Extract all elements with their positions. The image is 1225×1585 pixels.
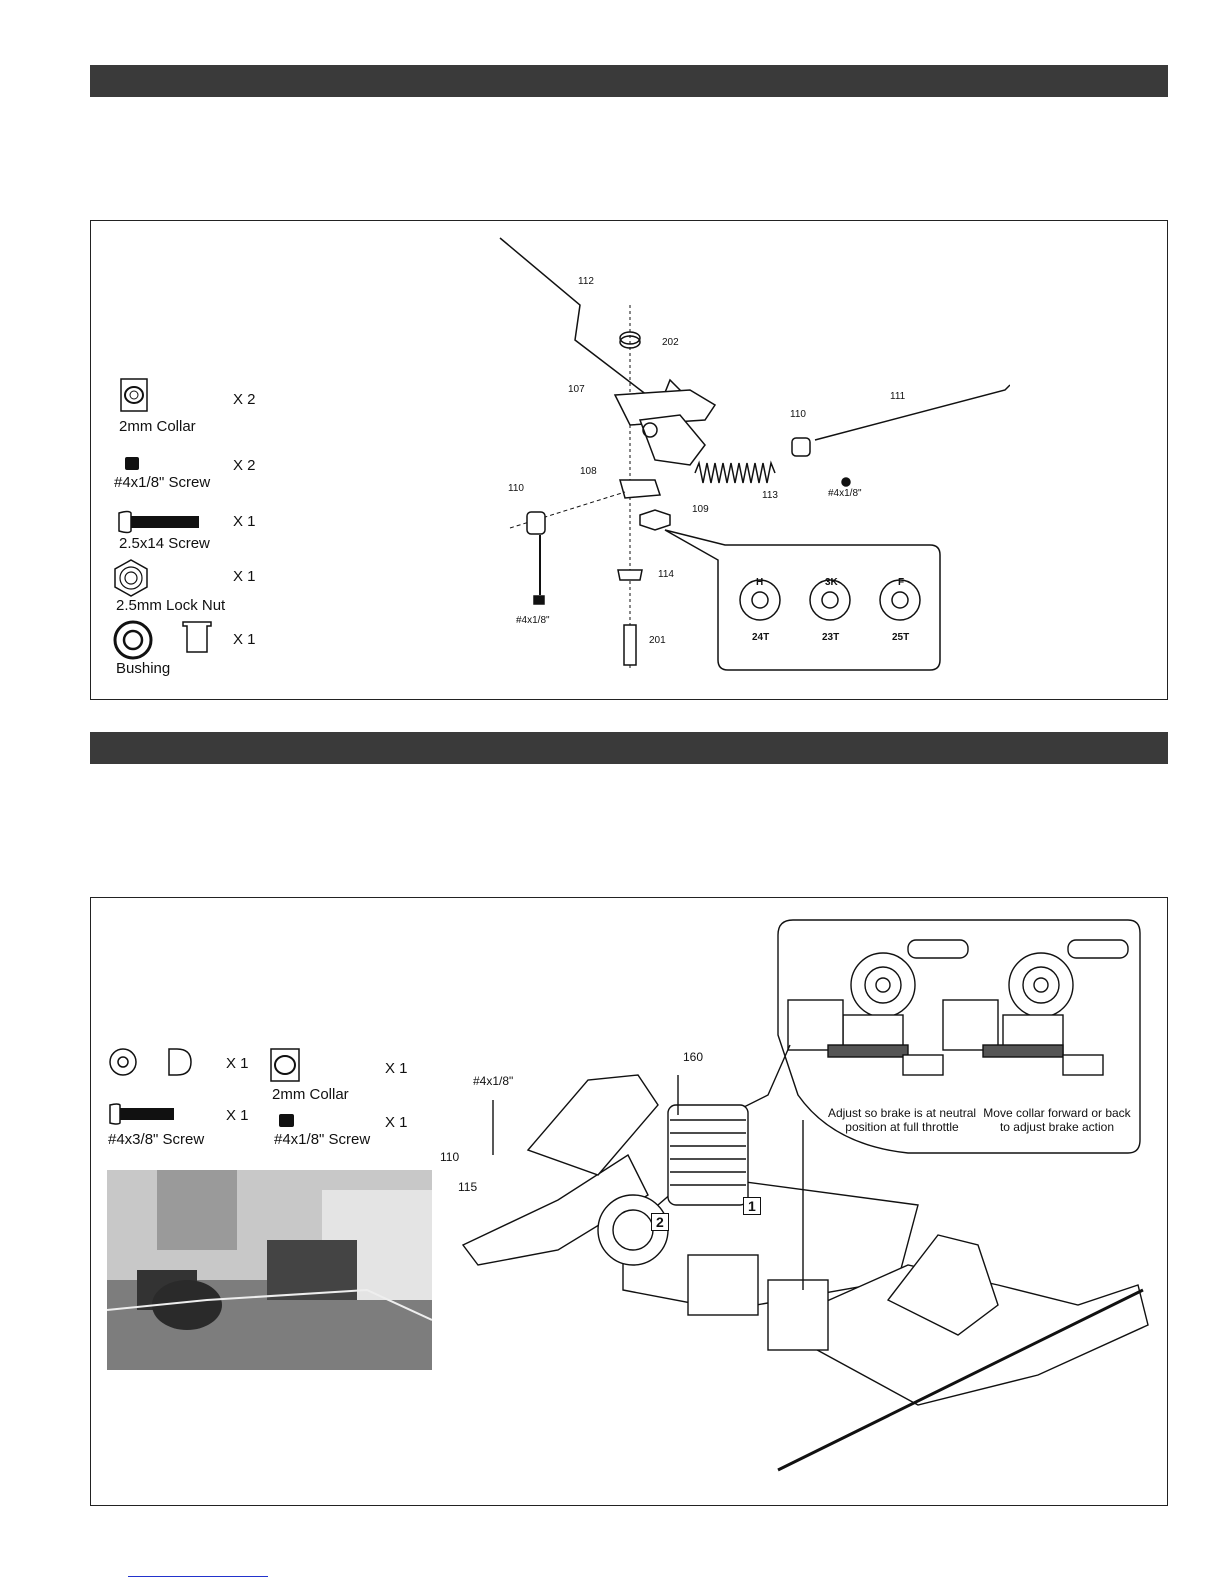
long-screw-icon xyxy=(118,510,199,534)
callout-111: 111 xyxy=(890,391,906,402)
part-name-bushing: Bushing xyxy=(116,660,171,677)
throttle-brake-linkage-diagram xyxy=(499,237,1010,671)
assembly-photo-art xyxy=(107,1170,432,1370)
part-qty-screw-2: X 1 xyxy=(226,1107,249,1124)
section-1-panel xyxy=(90,220,1168,700)
collar-icon xyxy=(270,1048,300,1082)
part-name-collar: 2mm Collar xyxy=(119,418,196,435)
bushing-icon xyxy=(113,620,212,660)
gear-teeth-25t: 25T xyxy=(892,632,910,643)
section-2-header-bar xyxy=(90,732,1168,764)
gear-letter-h: H xyxy=(756,577,764,588)
assembly-photo xyxy=(107,1170,432,1370)
gear-letter-3k: 3K xyxy=(825,577,838,588)
callout-screw-left: #4x1/8" xyxy=(516,615,550,626)
callout-108: 108 xyxy=(580,466,597,477)
callout-110-left: 110 xyxy=(508,483,524,494)
part-name-collar-2: 2mm Collar xyxy=(272,1086,349,1103)
section-1-header-bar xyxy=(90,65,1168,97)
gear-teeth-23t: 23T xyxy=(822,632,840,643)
callout-160: 160 xyxy=(683,1050,704,1064)
caption-move-collar: Move collar forward or back to adjust br… xyxy=(983,1106,1131,1134)
part-qty-long-screw: X 1 xyxy=(233,513,256,530)
part-name-screw-2: #4x3/8" Screw xyxy=(108,1131,205,1148)
part-qty-set-screw: X 2 xyxy=(233,457,256,474)
gear-letter-f: F xyxy=(898,577,905,588)
part-name-lock-nut: 2.5mm Lock Nut xyxy=(116,597,226,614)
callout-107: 107 xyxy=(568,384,585,395)
callout-202: 202 xyxy=(662,337,679,348)
callout-113: 113 xyxy=(762,490,778,501)
callout-110-right: 110 xyxy=(790,409,806,420)
part-name-long-screw: 2.5x14 Screw xyxy=(119,535,210,552)
lock-nut-icon xyxy=(114,559,148,597)
part-name-set-screw-2: #4x1/8" Screw xyxy=(274,1131,371,1148)
caption-adjust-brake: Adjust so brake is at neutral position a… xyxy=(827,1106,977,1134)
callout-112: 112 xyxy=(578,276,594,287)
callout-110-s2: 110 xyxy=(440,1150,460,1164)
screw-icon xyxy=(109,1103,174,1125)
callout-114: 114 xyxy=(658,569,674,580)
part-qty-lock-nut: X 1 xyxy=(233,568,256,585)
part-qty-collar-2: X 1 xyxy=(385,1060,408,1077)
callout-109: 109 xyxy=(692,504,709,515)
collar-icon xyxy=(120,378,148,412)
step-tag-1: 1 xyxy=(743,1197,761,1215)
set-screw-icon xyxy=(125,457,139,470)
part-qty-bushing: X 1 xyxy=(233,631,256,648)
footer-link-underline xyxy=(128,1576,268,1577)
washer-icon xyxy=(109,1048,192,1076)
callout-115: 115 xyxy=(458,1180,478,1194)
part-qty-set-screw-2: X 1 xyxy=(385,1114,408,1131)
part-qty-collar: X 2 xyxy=(233,391,256,408)
gear-teeth-24t: 24T xyxy=(752,632,770,643)
set-screw-icon xyxy=(279,1114,294,1127)
chassis-assembly-diagram xyxy=(461,919,1149,1472)
callout-201: 201 xyxy=(649,635,666,646)
callout-screw-s2: #4x1/8" xyxy=(473,1074,514,1088)
part-qty-washer: X 1 xyxy=(226,1055,249,1072)
step-tag-2: 2 xyxy=(651,1213,669,1231)
callout-screw-right: #4x1/8" xyxy=(828,488,862,499)
part-name-set-screw: #4x1/8" Screw xyxy=(114,474,211,491)
